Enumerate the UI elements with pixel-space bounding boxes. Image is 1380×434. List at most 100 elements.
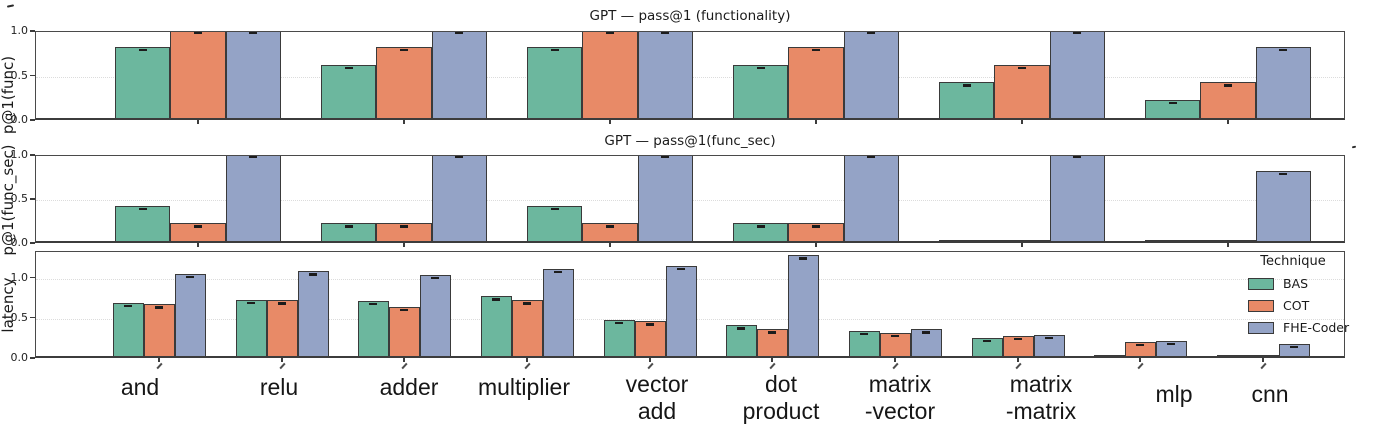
error-cap (756, 66, 765, 69)
x-tick-mark (609, 243, 611, 247)
bar-bas (527, 205, 583, 241)
error-cap (867, 32, 876, 35)
legend-entry: BAS (1240, 276, 1346, 291)
y-tick-mark (30, 30, 35, 32)
bar-bas (1145, 100, 1201, 118)
error-cap (431, 276, 439, 279)
panel-pass1-func-sec (35, 155, 1345, 243)
bar-bas (527, 46, 583, 118)
bar-bas (321, 223, 377, 241)
panel-latency (35, 251, 1345, 358)
error-cap (344, 225, 353, 228)
error-cap (1045, 337, 1053, 340)
error-cap (1073, 156, 1082, 159)
error-cap (606, 225, 614, 228)
bar-bas (1145, 239, 1201, 241)
error-cap (677, 267, 685, 271)
x-tick-mark (815, 243, 817, 247)
bar-fhe-coder (1255, 46, 1311, 118)
error-cap (344, 66, 353, 69)
bar-cot (511, 300, 543, 356)
bar-cot (582, 32, 638, 118)
y-tick-mark (30, 357, 35, 359)
bar-cot (266, 300, 298, 356)
legend-label: BAS (1283, 276, 1309, 291)
bar-cot (170, 223, 226, 241)
bar-bas (1093, 354, 1125, 356)
bar-fhe-coder (225, 32, 281, 118)
tiny-tick-label-mark (156, 362, 163, 370)
tiny-tick-label-mark (1015, 362, 1022, 370)
x-tick-mark (1262, 358, 1264, 362)
x-tick-mark (158, 358, 160, 362)
bar-cot (1200, 239, 1256, 241)
bar-fhe-coder (174, 273, 206, 356)
error-cap (278, 302, 286, 305)
error-cap (550, 207, 559, 210)
error-cap (400, 225, 408, 228)
error-cap (1224, 84, 1232, 87)
error-cap (369, 303, 377, 306)
bar-cot (582, 223, 638, 241)
error-cap (661, 156, 670, 159)
y-tick-mark (30, 242, 35, 244)
bar-cot (376, 46, 432, 118)
bar-bas (725, 325, 757, 356)
x-tick-mark (1227, 120, 1229, 124)
error-cap (812, 225, 820, 228)
error-cap (661, 32, 670, 35)
bar-fhe-coder (1033, 335, 1065, 356)
bar-cot (376, 223, 432, 241)
bar-cot (388, 306, 420, 356)
bar-bas (321, 64, 377, 118)
error-cap (194, 32, 202, 35)
bar-cot (994, 64, 1050, 118)
y-tick-label: 0.0 (10, 113, 29, 126)
bar-fhe-coder (419, 274, 451, 356)
y-tick-mark (30, 119, 35, 121)
bar-bas (733, 64, 789, 118)
stray-mark-top-left (6, 4, 15, 8)
y-tick-label: 0.5 (10, 310, 29, 324)
error-cap (799, 257, 807, 260)
bar-cot (1200, 82, 1256, 118)
error-cap (455, 156, 464, 159)
error-cap (124, 304, 132, 308)
x-tick-mark (1227, 243, 1229, 247)
bar-cot (634, 321, 666, 356)
bar-cot (1124, 341, 1156, 356)
error-cap (1073, 32, 1082, 35)
tiny-tick-label-mark (401, 362, 408, 370)
error-cap (737, 327, 745, 330)
panel1-title: GPT — pass@1 (functionality) (589, 8, 791, 24)
tiny-tick-label-mark (1137, 362, 1144, 370)
y-tick-label: 1.0 (10, 24, 29, 37)
panel-pass1-functionality (35, 31, 1345, 120)
bar-cot (879, 332, 911, 356)
error-cap (867, 156, 876, 159)
bar-bas (971, 338, 1003, 356)
y-tick-mark (30, 154, 35, 156)
x-tick-mark (894, 358, 896, 362)
error-cap (247, 301, 255, 304)
error-cap (891, 334, 899, 337)
error-cap (1167, 342, 1175, 345)
bar-bas (733, 223, 789, 241)
error-cap (962, 84, 971, 87)
bar-fhe-coder (1155, 340, 1187, 356)
x-category-label: cnn (1251, 381, 1289, 407)
bar-fhe-coder (1049, 32, 1105, 118)
x-tick-mark (609, 120, 611, 124)
error-cap (523, 302, 531, 305)
bar-fhe-coder (431, 156, 487, 241)
x-tick-mark (526, 358, 528, 362)
bar-fhe-coder (843, 32, 899, 118)
bar-cot (994, 239, 1050, 241)
error-cap (309, 273, 317, 276)
x-tick-mark (403, 358, 405, 362)
error-cap (492, 298, 500, 301)
x-tick-mark (1021, 243, 1023, 247)
error-cap (1136, 343, 1144, 346)
